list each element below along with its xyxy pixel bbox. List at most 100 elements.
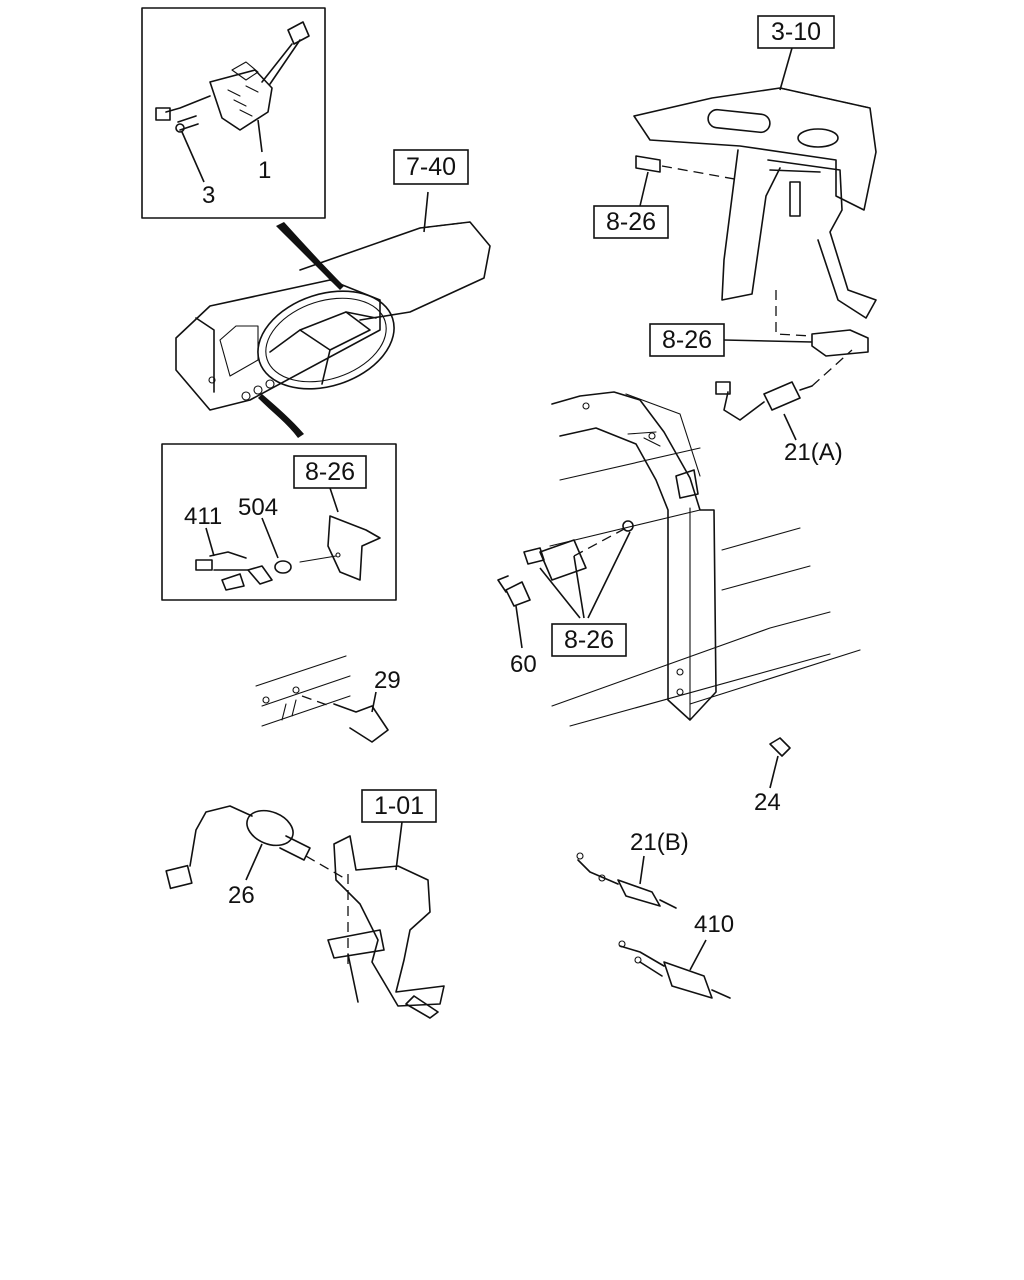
switch-mount-bracket [811, 329, 869, 357]
switch-ribs [227, 85, 259, 117]
callout-21a: 21(A) [784, 439, 843, 466]
pedal-switch-26-assembly: 1-01 26 [165, 789, 445, 1019]
inset-bracket-switch: 8-26 411 504 [161, 443, 397, 601]
leader-26 [245, 843, 263, 881]
pointer-upper [276, 222, 344, 290]
switch-26-connector [165, 864, 193, 890]
leader-8-26-frame [539, 531, 631, 619]
screw [177, 115, 199, 131]
switch-60-bolt [622, 520, 634, 532]
switch-21a-stem [799, 385, 813, 391]
lever-stalk [261, 39, 301, 85]
callout-26: 26 [228, 882, 255, 909]
knob-1 [241, 391, 251, 401]
knob-4 [208, 376, 216, 384]
sensor-29-rail [255, 655, 351, 727]
pedal-plate [633, 87, 877, 211]
inset-frame-mid [161, 443, 397, 601]
ref-box-8-26-mid [649, 323, 725, 357]
ref-3-10: 3-10 [771, 18, 821, 46]
sensor-29-dash [301, 695, 331, 707]
switch-21b-terminal-1 [576, 852, 584, 860]
inset-frame-top [141, 7, 326, 219]
callout-24: 24 [754, 789, 781, 816]
switch-21a-connector [715, 381, 731, 395]
frame-rail-edge [625, 393, 701, 721]
ref-8-26-inset: 8-26 [305, 458, 355, 486]
column-dash [419, 221, 471, 229]
frame-rail-gusset [627, 431, 661, 447]
sensor-29-hole-1 [262, 696, 270, 704]
pedal-bracket-assembly: 3-10 8-26 8-26 21(A) [593, 15, 877, 466]
switch-411-body [247, 565, 273, 585]
switch-26-plunger [279, 835, 311, 861]
switch-410-terminal-2 [634, 956, 642, 964]
leader-8-26-top [639, 171, 649, 207]
mount-dash [775, 290, 813, 337]
pedal-arm-right [767, 159, 877, 319]
bolt-top [635, 155, 661, 173]
callout-29: 29 [374, 667, 401, 694]
switch-411-plunger [221, 573, 245, 591]
frame-rail-front [551, 391, 717, 721]
switch-60-bracket [539, 539, 587, 581]
steering-wheel-inner [265, 297, 387, 383]
switch-21a-dash [811, 349, 853, 387]
dashboard-body [175, 279, 381, 411]
frame-bolt-2 [676, 688, 684, 696]
ref-box-3-10 [757, 15, 835, 49]
switch-410-terminal-1 [618, 940, 626, 948]
callout-410: 410 [694, 911, 734, 938]
switch-wire [165, 95, 211, 113]
frame-bolt-1 [676, 668, 684, 676]
switch-411-wires [209, 551, 249, 571]
switch-411-connector [195, 559, 213, 571]
washer-504 [274, 560, 292, 574]
switch-21b-body [617, 879, 661, 907]
inset-combination-switch: 1 3 [141, 7, 326, 219]
switch-26-dash [305, 855, 345, 879]
switch-26-wire [189, 805, 253, 867]
steering-wheel-outer [257, 290, 395, 390]
callout-504: 504 [238, 494, 278, 521]
pedal-rod [789, 181, 801, 217]
ref-7-40: 7-40 [406, 153, 456, 181]
leader-411 [205, 527, 215, 557]
frame-bolt-4 [648, 432, 656, 440]
ref-box-8-26-top [593, 205, 669, 239]
pedal-spring [769, 169, 821, 173]
frame-rail-assembly: 8-26 60 [497, 391, 861, 727]
switch-26-body [246, 809, 294, 847]
leader-8-26-inset [329, 487, 339, 513]
switch-connector [155, 107, 171, 121]
ref-box-7-40 [393, 149, 469, 185]
switch-410-stem [711, 989, 731, 999]
leader-24 [769, 755, 779, 789]
ref-box-8-26-inset [293, 455, 367, 489]
ref-8-26-top: 8-26 [606, 208, 656, 236]
sensor-29-hole-2 [292, 686, 300, 694]
inset-bracket [327, 515, 381, 581]
sensor-29-body [333, 703, 389, 743]
inset-bracket-hole-line [299, 555, 337, 563]
switch-21b-terminal-2 [598, 874, 606, 882]
sensor-29-marks [281, 699, 297, 721]
frame-rail-plate [675, 469, 699, 499]
switch-21a-body [763, 381, 801, 411]
frame-crossmember-right [721, 527, 811, 591]
switch-ring [231, 61, 259, 81]
pedal-pivot [327, 929, 385, 959]
leader-29 [371, 691, 377, 713]
callout-3: 3 [202, 182, 215, 209]
steering-spokes [269, 311, 377, 385]
leader-8-26-mid [723, 339, 813, 343]
leader-p1 [257, 119, 263, 153]
pedal-pad [405, 995, 439, 1019]
switch-21a-wire [723, 391, 765, 421]
leader-1-01 [395, 821, 403, 871]
callout-411: 411 [184, 503, 222, 530]
clip-24-body [769, 737, 791, 757]
switches-21b-410: 21(B) 410 [576, 829, 734, 999]
clip-24: 24 [754, 737, 791, 816]
